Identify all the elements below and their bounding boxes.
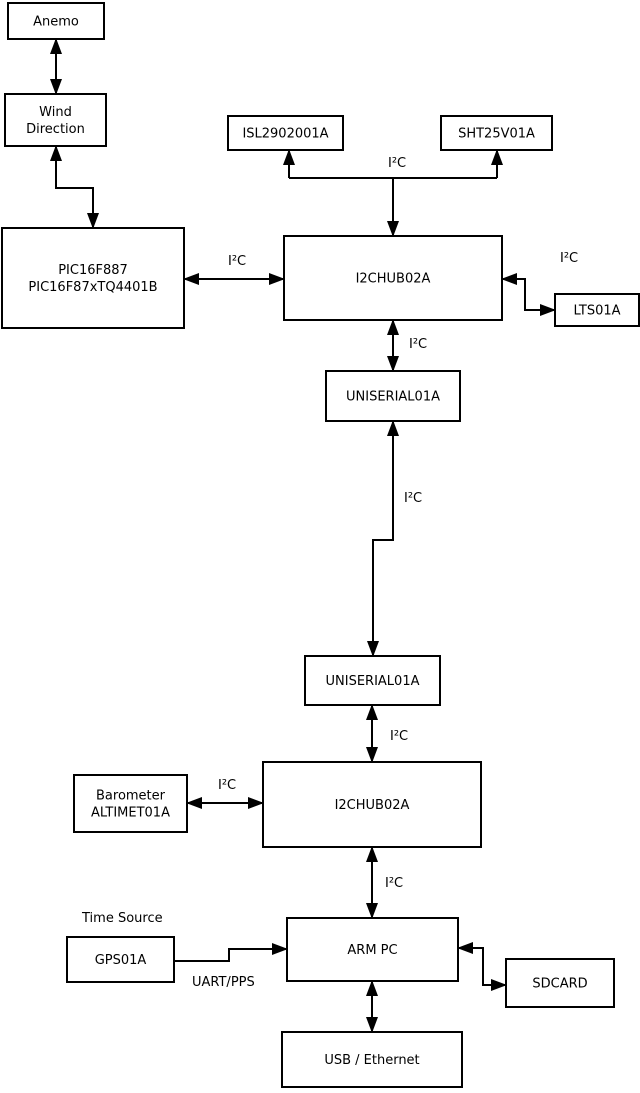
node-label-gps01a: GPS01A [95,953,147,968]
node-box-isl2902001a [227,115,344,151]
node-label-arm-pc: ARM PC [347,943,397,958]
edge-uniserial1-uniserial2 [367,420,399,657]
node-lts01a: LTS01A [554,293,640,327]
node-box-sht25v01a [440,115,553,151]
node-i2chub02a-1: I2CHUB02A [283,235,503,321]
edge-armpc-sdcard [457,942,507,991]
node-label-i2chub02a-1: I2CHUB02A [356,272,431,287]
node-label-sdcard: SDCARD [532,977,587,992]
node-sdcard: SDCARD [505,958,615,1008]
node-label-isl2902001a: ISL2902001A [242,127,328,142]
node-box-i2chub02a-1 [283,235,503,321]
node-label-pic16f887: PIC16F887 [58,263,128,278]
node-box-uniserial01a-1 [325,370,461,422]
node-label-uniserial01a-1: UNISERIAL01A [346,390,440,405]
label-i2c-lts-link: I²C [560,251,578,266]
node-label-barometer: Barometer [96,789,166,804]
node-isl2902001a: ISL2902001A [227,115,344,151]
label-i2c-barometer-link: I²C [218,778,236,793]
node-uniserial01a-2: UNISERIAL01A [304,655,441,706]
node-box-arm-pc [286,917,459,982]
node-box-i2chub02a-2 [262,761,482,848]
label-i2c-uniserial2-hub2: I²C [390,729,408,744]
node-label-wind-direction: Direction [26,122,85,137]
label-uart-pps: UART/PPS [192,975,255,990]
node-gps01a: GPS01A [66,936,175,983]
node-box-sdcard [505,958,615,1008]
node-box-anemo [7,2,105,40]
node-usb-ethernet: USB / Ethernet [281,1031,463,1088]
node-arm-pc: ARM PC [286,917,459,982]
edge-i2chub1-lts01a [501,273,556,316]
node-box-wind-direction [4,93,107,147]
node-label-sht25v01a: SHT25V01A [458,127,535,142]
edge-gps-armpc [174,943,288,962]
node-label-anemo: Anemo [33,15,79,30]
node-label-i2chub02a-2: I2CHUB02A [335,798,410,813]
label-i2c-uniserial-link: I²C [404,491,422,506]
label-i2c-hub2-armpc: I²C [385,876,403,891]
node-box-usb-ethernet [281,1031,463,1088]
node-box-lts01a [554,293,640,327]
node-label-barometer: ALTIMET01A [91,806,170,821]
node-label-usb-ethernet: USB / Ethernet [324,1053,419,1068]
node-uniserial01a-1: UNISERIAL01A [325,370,461,422]
node-anemo: Anemo [7,2,105,40]
label-time-source: Time Source [81,911,163,926]
label-i2c-sensor-bus: I²C [388,156,406,171]
node-sht25v01a: SHT25V01A [440,115,553,151]
node-i2chub02a-2: I2CHUB02A [262,761,482,848]
node-box-pic16f887 [1,227,185,329]
edge-winddirection-pic [50,145,99,229]
label-i2c-hub1-uniserial1: I²C [409,337,427,352]
node-label-wind-direction: Wind [39,105,72,120]
node-label-pic16f887: PIC16F87xTQ4401B [28,280,157,295]
node-box-barometer [73,774,188,833]
node-box-gps01a [66,936,175,983]
node-box-uniserial01a-2 [304,655,441,706]
label-i2c-pic-link: I²C [228,254,246,269]
node-label-lts01a: LTS01A [573,304,620,319]
node-label-uniserial01a-2: UNISERIAL01A [326,674,420,689]
